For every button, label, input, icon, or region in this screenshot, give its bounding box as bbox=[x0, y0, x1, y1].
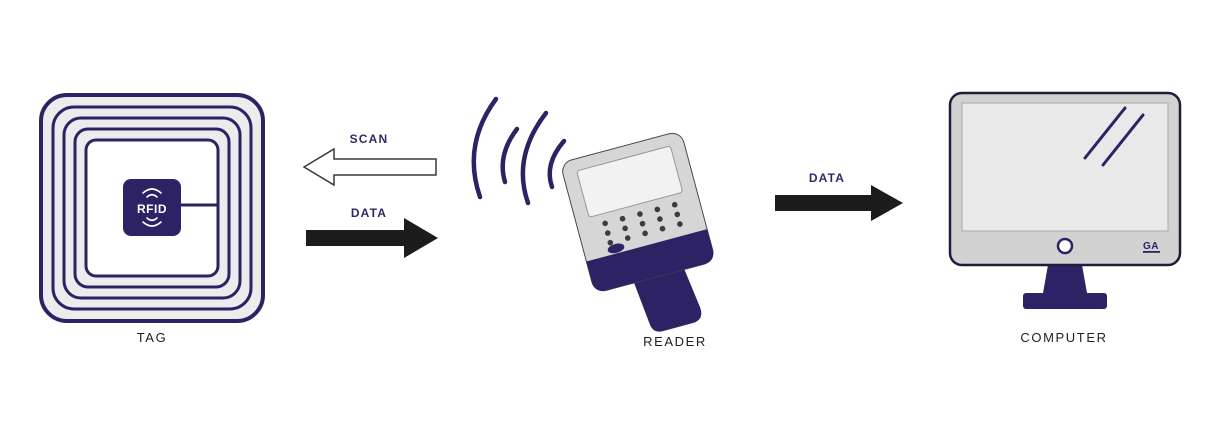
reader-label: READER bbox=[643, 334, 707, 349]
screen-glare-icon bbox=[1083, 106, 1145, 167]
tag-coil-ring-2 bbox=[51, 105, 253, 311]
monitor-base bbox=[1023, 293, 1107, 309]
computer-illustration: GA bbox=[948, 91, 1182, 309]
data-right-flow-label: DATA bbox=[808, 171, 846, 185]
ga-logo-icon: GA bbox=[1143, 241, 1160, 253]
data-arrow-right-icon bbox=[306, 218, 438, 258]
monitor-stand bbox=[1043, 265, 1087, 293]
reader-scan-button-icon bbox=[607, 243, 625, 254]
scan-arrow-left-icon bbox=[302, 147, 437, 187]
reader-keypad bbox=[602, 201, 683, 246]
radio-waves-icon bbox=[471, 96, 567, 206]
tag-chip-body bbox=[123, 179, 181, 236]
reader-handle bbox=[632, 264, 702, 332]
chip-signal-waves-top-icon bbox=[142, 188, 162, 198]
tag-coil-ring-4 bbox=[73, 127, 231, 289]
rfid-chip-icon: RFID bbox=[123, 179, 181, 236]
data-left-flow-label: DATA bbox=[350, 206, 388, 220]
computer-label: COMPUTER bbox=[1020, 330, 1108, 345]
rfid-tag-illustration: RFID bbox=[39, 93, 265, 323]
chip-rfid-text: RFID bbox=[137, 202, 167, 216]
tag-label: TAG bbox=[136, 330, 168, 345]
data-arrow-right-icon bbox=[775, 185, 903, 221]
chip-signal-waves-bottom-icon bbox=[142, 217, 162, 227]
monitor-power-button-icon bbox=[1056, 237, 1074, 255]
scan-flow-label: SCAN bbox=[349, 132, 389, 146]
reader-bottom-band bbox=[586, 229, 714, 291]
ga-logo-text: GA bbox=[1143, 241, 1159, 252]
data-right-arrow bbox=[775, 185, 903, 221]
reader-screen bbox=[576, 146, 683, 218]
tag-coil-ring-3 bbox=[62, 116, 242, 300]
reader-device bbox=[562, 132, 714, 332]
scan-data-arrows bbox=[302, 147, 438, 258]
rfid-reader-illustration bbox=[471, 96, 714, 332]
